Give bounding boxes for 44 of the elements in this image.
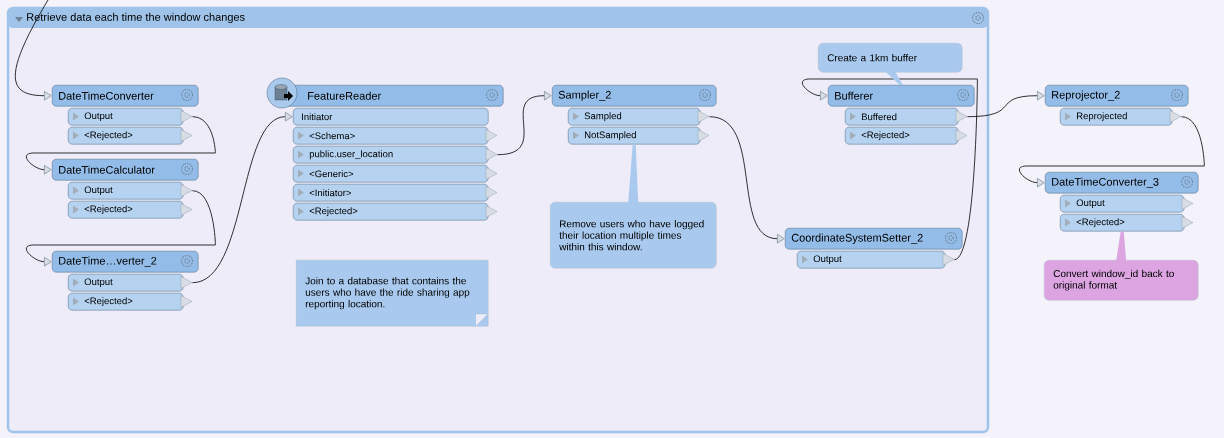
transformer-header: FeatureReader xyxy=(285,85,504,107)
port-row: <Generic> xyxy=(293,165,498,183)
transformer-header: Sampler_2 xyxy=(552,85,717,107)
annotation-note: Remove users who have logged their location multiple times within this window. xyxy=(550,202,717,269)
port-row: <Rejected> xyxy=(68,293,193,311)
port-row: <Rejected> xyxy=(68,201,193,219)
connector xyxy=(14,0,52,101)
connector xyxy=(192,111,293,284)
port-row: NotSampled xyxy=(568,127,710,145)
port-row: <Rejected> xyxy=(1060,214,1194,232)
port-row: Output xyxy=(797,251,955,269)
port-row: Output xyxy=(1060,195,1194,213)
port-row: Initiator xyxy=(293,108,489,126)
connector xyxy=(802,78,978,261)
port-row: <Rejected> xyxy=(293,203,498,221)
port-row: <Initiator> xyxy=(293,184,498,202)
transformer-header: DateTimeConverter xyxy=(52,85,199,107)
port-row: Reprojected xyxy=(1060,108,1182,126)
transformer-header: Bufferer xyxy=(828,85,975,107)
port-row: Output xyxy=(68,182,193,200)
callout-pointer xyxy=(628,144,639,203)
transformer-header: CoordinateSystemSetter_2 xyxy=(785,228,963,250)
connector xyxy=(967,90,1045,118)
annotation-note: Convert window_id back to original format xyxy=(1044,260,1199,301)
transformer-header: DateTimeCalculator xyxy=(52,159,199,181)
transformer-header: DateTimeConverter_3 xyxy=(1045,172,1199,194)
annotation-note: Join to a database that contains the users who have the ride sharing app reporting location. xyxy=(296,260,489,327)
connector xyxy=(26,116,216,175)
callout-pointer xyxy=(885,71,903,85)
port-row: Buffered xyxy=(845,108,968,126)
transformer-header: Reprojector_2 xyxy=(1045,85,1189,107)
port-row: public.user_location xyxy=(293,146,498,164)
connector xyxy=(497,90,552,156)
port-row: Output xyxy=(68,274,193,292)
port-row: Sampled xyxy=(568,108,710,126)
transformer-header: DateTime…verter_2 xyxy=(52,251,199,273)
connector xyxy=(26,190,216,267)
port-row: <Rejected> xyxy=(845,127,968,145)
callout-pointer xyxy=(1116,231,1127,261)
connector xyxy=(709,116,785,244)
port-row: <Schema> xyxy=(293,127,498,145)
port-row: Output xyxy=(68,108,193,126)
connector xyxy=(1019,116,1205,188)
port-row: <Rejected> xyxy=(68,127,193,145)
